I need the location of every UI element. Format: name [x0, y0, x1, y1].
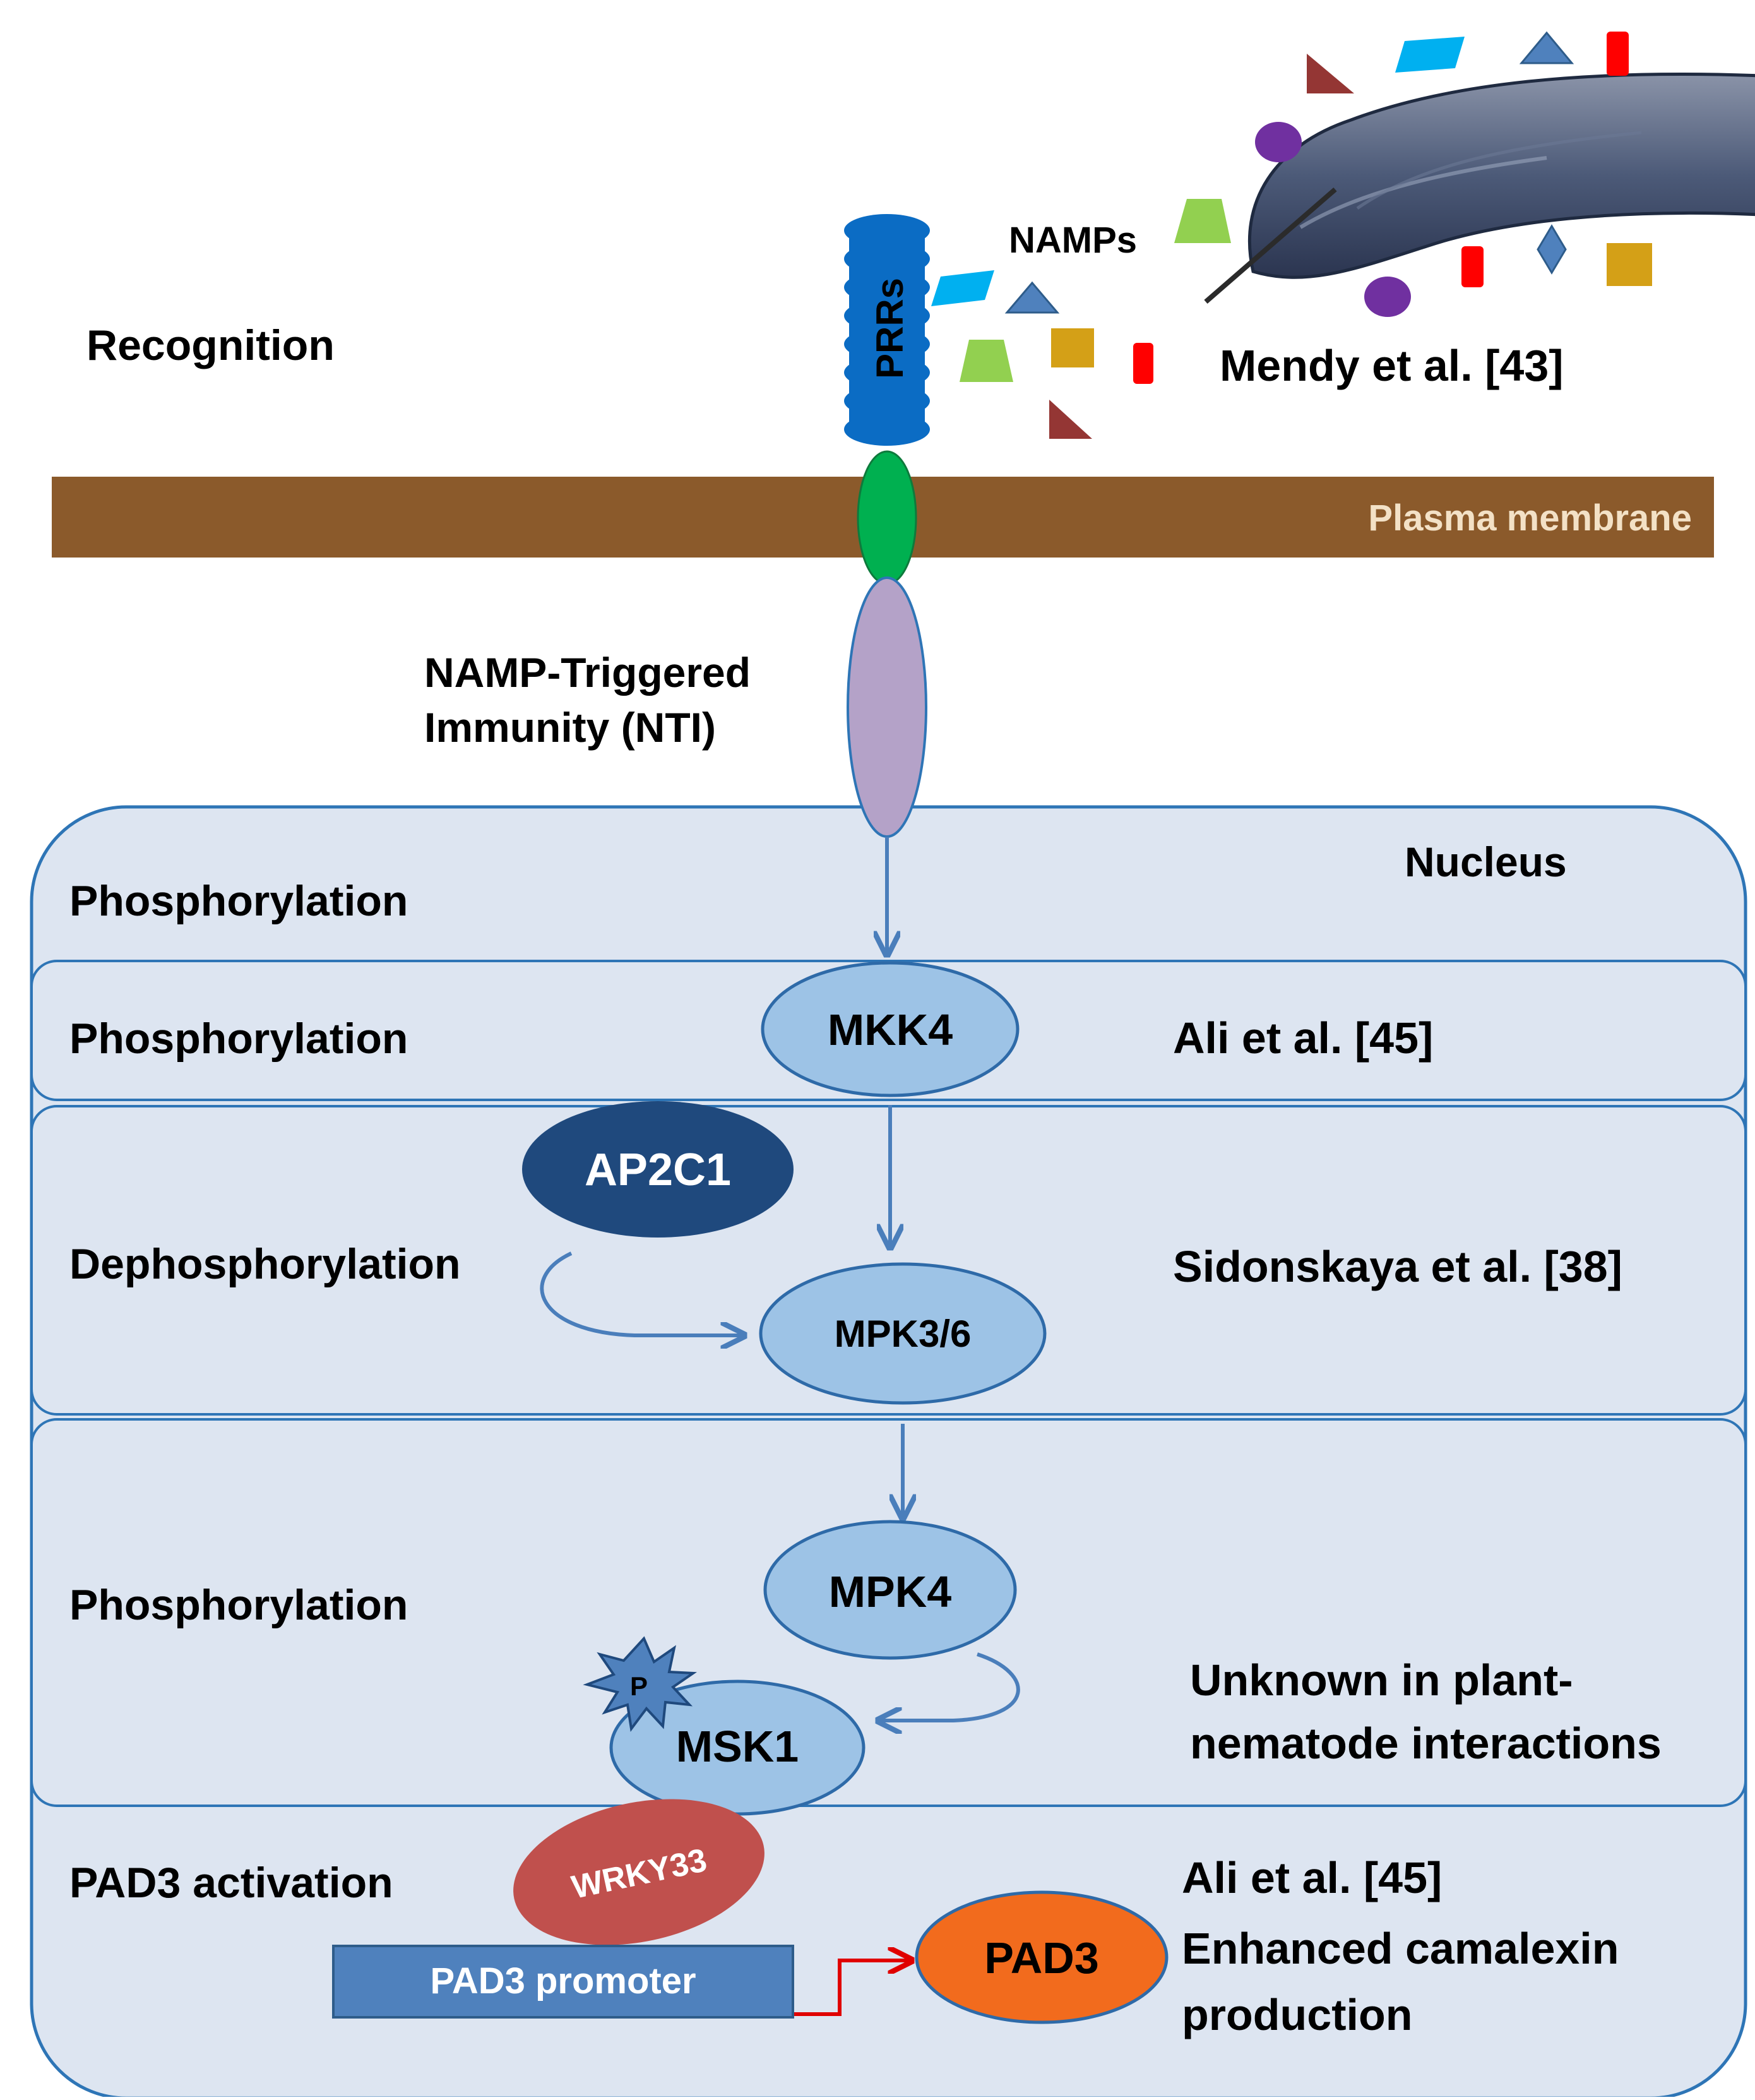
ali-reference-2: Ali et al. [45] [1182, 1853, 1442, 1902]
namp-blue-parallelogram [931, 270, 994, 306]
pad3-activation-label: PAD3 activation [69, 1859, 393, 1907]
namp-green-trapezoid [960, 340, 1013, 382]
namp-maroon-triangle [1307, 54, 1354, 93]
mendy-reference: Mendy et al. [43] [1220, 341, 1564, 390]
namp-red-bar [1607, 32, 1629, 76]
prrs-label: PRRs [869, 278, 911, 379]
namp-purple-circle [1255, 122, 1302, 162]
sidonskaya-reference: Sidonskaya et al. [38] [1173, 1242, 1622, 1291]
msk1-label: MSK1 [676, 1722, 799, 1771]
nti-receptor-domain [847, 576, 927, 838]
wrky33-node [513, 1799, 764, 1945]
phosphorylation-label-mkk4: Phosphorylation [69, 1015, 408, 1063]
nti-label-line1: NAMP-Triggered [424, 649, 751, 696]
pad3-label: PAD3 [984, 1933, 1099, 1983]
pad3-node [915, 1890, 1169, 2024]
namp-triangle [1004, 281, 1060, 314]
namp-purple-circle [1364, 277, 1411, 317]
nucleus-label: Nucleus [1405, 838, 1567, 885]
mpk36-node [759, 1262, 1047, 1405]
phosphorylation-label-top: Phosphorylation [69, 877, 408, 925]
recognition-label: Recognition [86, 321, 335, 369]
camalexin-label-line2: production [1182, 1990, 1412, 2039]
plasma-membrane-label: Plasma membrane [1368, 498, 1692, 539]
nematode-image [1204, 73, 1755, 304]
phosphorylation-label-mpk4: Phosphorylation [69, 1581, 408, 1629]
phosphate-star-icon [583, 1636, 697, 1732]
ap2c1-node [522, 1101, 794, 1238]
namp-maroon-triangle [1049, 400, 1092, 439]
namp-green-trapezoid [1174, 199, 1231, 243]
namp-blue-parallelogram [1395, 37, 1465, 73]
namp-triangle [1519, 31, 1574, 64]
arrow-ap2c1-to-mpk36 [540, 1251, 742, 1335]
namp-red-bar [1461, 246, 1484, 287]
mkk4-label: MKK4 [828, 1005, 953, 1054]
dephosphorylation-label: Dephosphorylation [69, 1240, 461, 1288]
mkk4-node [761, 961, 1020, 1097]
namps-label: NAMPs [1009, 220, 1137, 261]
receptor-anchor [857, 450, 917, 585]
namp-gold-square [1607, 243, 1652, 286]
namp-molecules [931, 270, 1153, 439]
unknown-label-line1: Unknown in plant- [1190, 1656, 1573, 1705]
phosphate-label: P [630, 1671, 648, 1701]
mpk36-label: MPK3/6 [835, 1313, 972, 1355]
pad3-promoter-label: PAD3 promoter [430, 1960, 696, 2002]
arrow-mpk4-to-msk1 [881, 1652, 1020, 1721]
ap2c1-label: AP2C1 [585, 1145, 731, 1195]
namp-blue-diamond [1537, 224, 1567, 275]
mpk4-label: MPK4 [829, 1567, 952, 1616]
arrow-promoter-to-pad3 [792, 1960, 909, 2016]
prr-receptor [844, 214, 930, 446]
nti-label-line2: Immunity (NTI) [424, 704, 716, 751]
nematode-namps [1174, 31, 1652, 317]
namp-red-bar [1133, 343, 1153, 384]
camalexin-label-line1: Enhanced camalexin [1182, 1924, 1619, 1973]
mpk4-node [763, 1520, 1017, 1660]
pad3-promoter-box [332, 1945, 794, 2019]
unknown-label-line2: nematode interactions [1190, 1719, 1662, 1768]
ali-reference-1: Ali et al. [45] [1173, 1013, 1433, 1063]
namp-gold-square [1051, 328, 1094, 367]
